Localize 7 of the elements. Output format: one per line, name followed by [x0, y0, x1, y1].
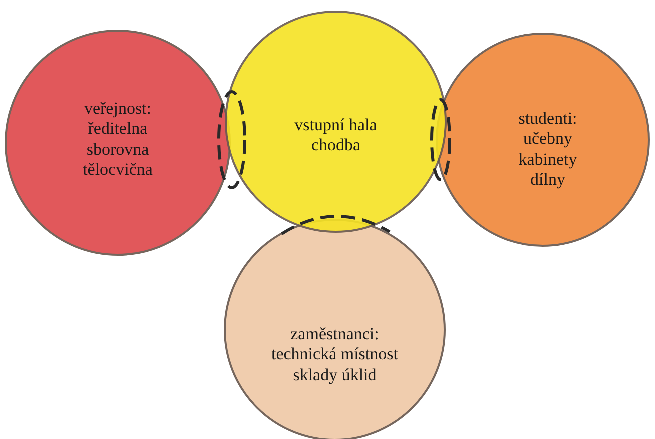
zone-room-list: ředitelna sborovna tělocvična [73, 120, 163, 181]
zone-heading: studenti: [518, 109, 578, 130]
zone-heading: zaměstnanci: [290, 324, 380, 345]
zone-room-list: vstupní hala chodba [276, 116, 396, 156]
zone-room-list: technická místnost sklady úklid [250, 344, 420, 386]
zone-heading: veřejnost: [84, 99, 152, 120]
zone-room-list: učebny kabinety dílny [503, 130, 593, 191]
